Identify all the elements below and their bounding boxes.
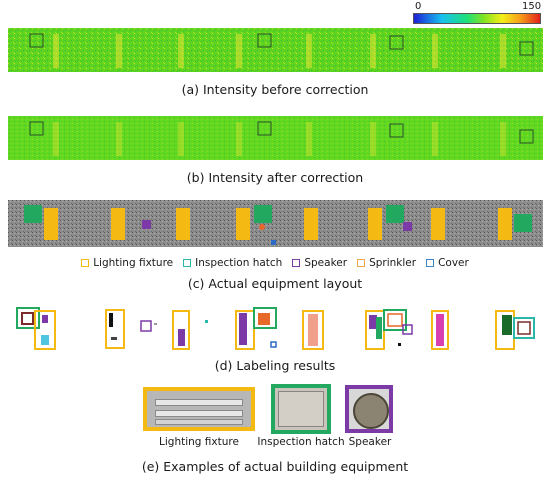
intensity-after-image (8, 116, 543, 160)
legend-item-speaker: Speaker (292, 257, 347, 269)
equipment-legend: Lighting fixture Inspection hatch Speake… (0, 257, 550, 269)
hatch-swatch-icon (183, 259, 192, 267)
legend-label-speaker: Speaker (304, 257, 348, 269)
intensity-colorbar (413, 13, 541, 24)
inspection-hatch-photo (271, 384, 331, 434)
speaker-swatch-icon (292, 259, 301, 267)
example-label-lighting: Lighting fixture (159, 436, 239, 448)
equipment-layout-panel (8, 200, 543, 247)
example-label-hatch: Inspection hatch (257, 436, 345, 448)
caption-e: (e) Examples of actual building equipmen… (141, 459, 409, 474)
example-label-speaker: Speaker (348, 436, 392, 448)
sprinkler-swatch-icon (357, 259, 366, 267)
intensity-before-image (8, 28, 543, 72)
colorbar-max-label: 150 (522, 1, 542, 12)
equipment-layout-image (8, 200, 543, 247)
cover-swatch-icon (426, 259, 435, 267)
legend-label-cover: Cover (438, 257, 469, 269)
intensity-after-panel (8, 116, 543, 160)
speaker-photo (345, 385, 393, 433)
caption-d: (d) Labeling results (214, 358, 336, 373)
caption-c: (c) Actual equipment layout (187, 276, 363, 291)
legend-item-sprinkler: Sprinkler (357, 257, 416, 269)
legend-label-sprinkler: Sprinkler (369, 257, 417, 269)
lighting-swatch-icon (81, 259, 90, 267)
lighting-fixture-photo (143, 387, 255, 431)
colorbar-min-label: 0 (415, 1, 422, 12)
caption-a: (a) Intensity before correction (181, 82, 369, 97)
intensity-before-panel (8, 28, 543, 72)
caption-b: (b) Intensity after correction (186, 170, 364, 185)
labeling-results-image (16, 307, 535, 350)
legend-item-lighting: Lighting fixture (81, 257, 173, 269)
legend-item-cover: Cover (426, 257, 469, 269)
legend-label-hatch: Inspection hatch (195, 257, 283, 269)
legend-item-hatch: Inspection hatch (183, 257, 282, 269)
legend-label-lighting: Lighting fixture (93, 257, 174, 269)
